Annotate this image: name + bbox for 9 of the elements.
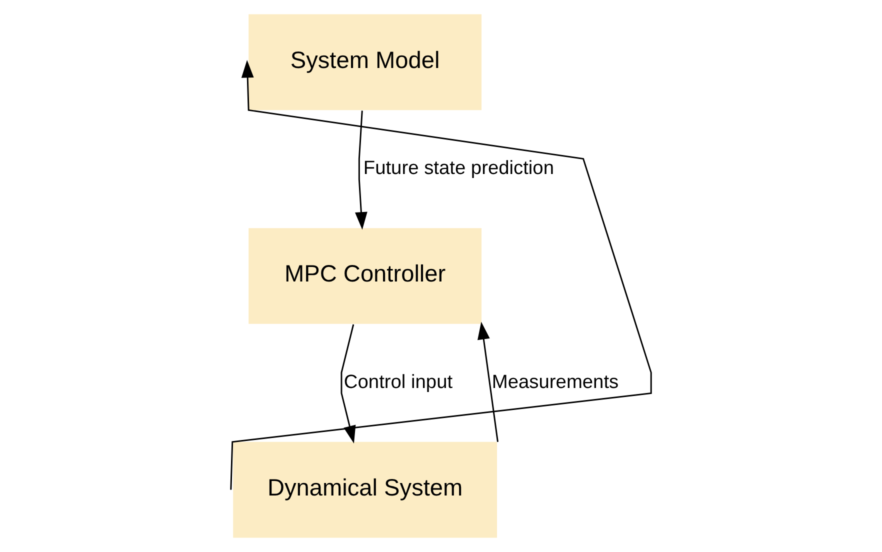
node-box: Dynamical System	[233, 442, 498, 538]
node-box: System Model	[248, 14, 482, 110]
arrow	[478, 322, 498, 442]
edge-label: Control input	[344, 372, 453, 393]
edge-label: Measurements	[492, 372, 619, 393]
node-box: MPC Controller	[248, 228, 482, 324]
arrow	[230, 60, 652, 490]
arrow	[355, 110, 368, 230]
edge-label: Future state prediction	[363, 158, 554, 180]
